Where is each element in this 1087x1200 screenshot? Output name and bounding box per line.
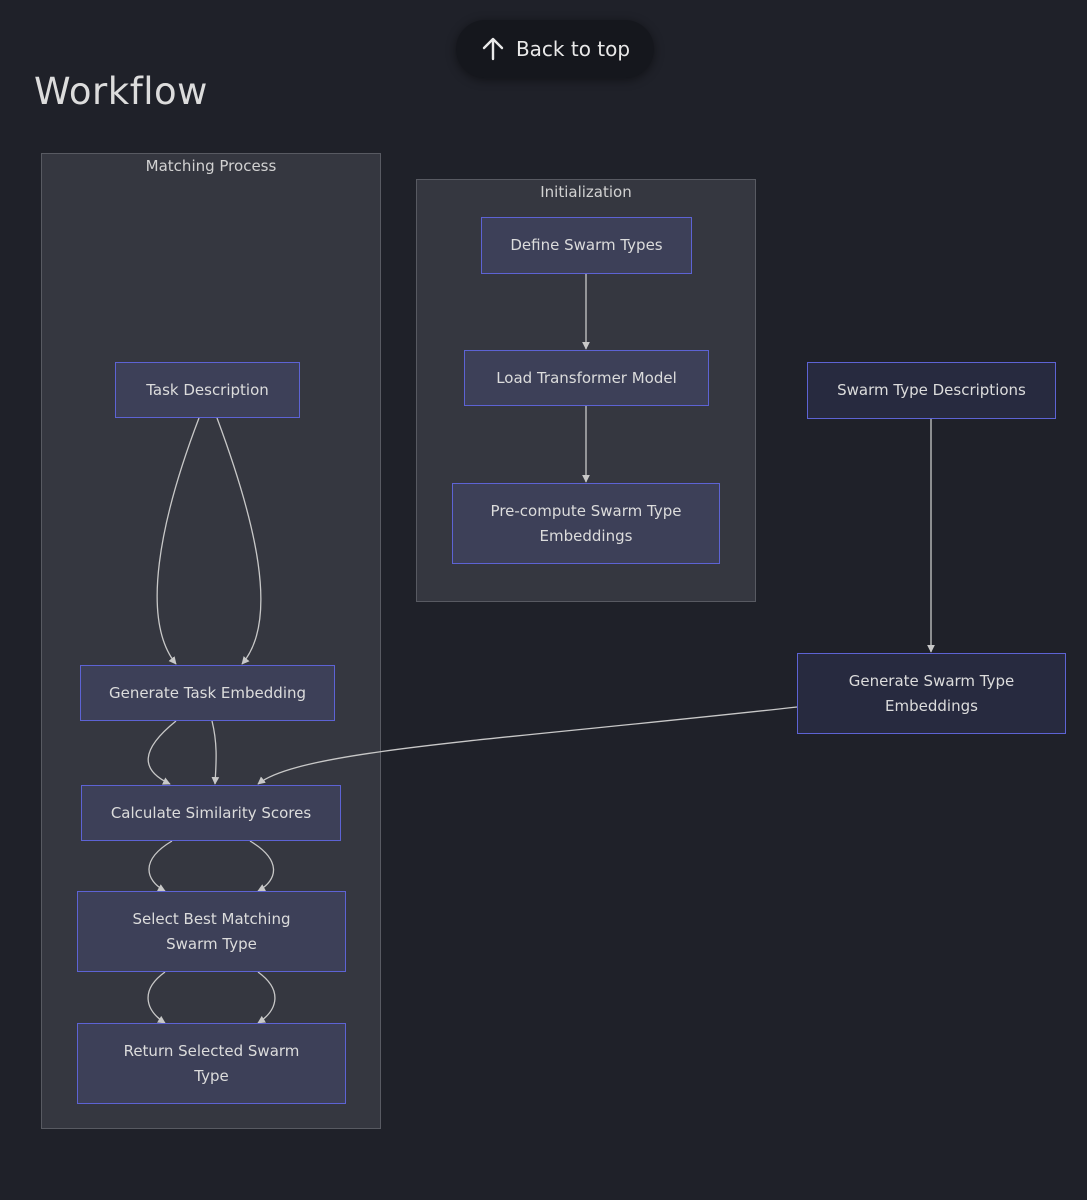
node-label: Swarm Type Descriptions <box>837 378 1026 403</box>
node-generate-swarm-type-embeddings: Generate Swarm Type Embeddings <box>797 653 1066 734</box>
cluster-label-matching-process: Matching Process <box>42 157 380 175</box>
node-label: Pre-compute Swarm Type Embeddings <box>481 499 691 549</box>
node-return-selected: Return Selected Swarm Type <box>77 1023 346 1104</box>
cluster-label-initialization: Initialization <box>417 183 755 201</box>
node-label: Calculate Similarity Scores <box>111 801 311 826</box>
node-label: Task Description <box>146 378 269 403</box>
arrow-up-icon <box>480 36 506 62</box>
node-load-transformer-model: Load Transformer Model <box>464 350 709 406</box>
node-precompute-embeddings: Pre-compute Swarm Type Embeddings <box>452 483 720 564</box>
node-label: Generate Swarm Type Embeddings <box>838 669 1025 719</box>
node-label: Select Best Matching Swarm Type <box>128 907 295 957</box>
back-to-top-label: Back to top <box>516 37 630 61</box>
node-calculate-similarity-scores: Calculate Similarity Scores <box>81 785 341 841</box>
node-swarm-type-descriptions: Swarm Type Descriptions <box>807 362 1056 419</box>
back-to-top-button[interactable]: Back to top <box>456 20 654 78</box>
node-label: Generate Task Embedding <box>109 681 306 706</box>
node-select-best-matching: Select Best Matching Swarm Type <box>77 891 346 972</box>
node-generate-task-embedding: Generate Task Embedding <box>80 665 335 721</box>
node-label: Return Selected Swarm Type <box>118 1039 305 1089</box>
section-title: Workflow <box>34 70 208 113</box>
node-define-swarm-types: Define Swarm Types <box>481 217 692 274</box>
node-task-description: Task Description <box>115 362 300 418</box>
node-label: Define Swarm Types <box>510 233 662 258</box>
node-label: Load Transformer Model <box>496 366 677 391</box>
cluster-matching-process: Matching Process <box>41 153 381 1129</box>
